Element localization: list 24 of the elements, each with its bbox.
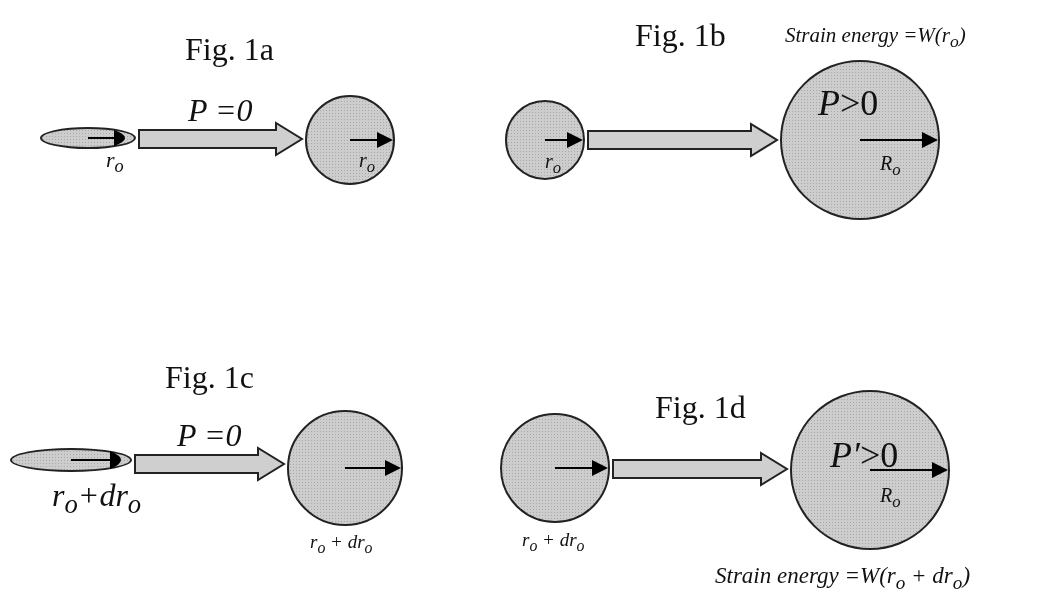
radius-label: r$_{o}$+dr$_{o}$ <box>52 478 142 520</box>
strain-energy-label: Strain energy =W(r$_{o}$ + dr$_{o}$) <box>715 563 971 593</box>
radius-label: r$_{o}$ <box>545 150 562 178</box>
block-arrow <box>587 122 779 158</box>
figure-label: Fig. 1b <box>635 18 726 54</box>
figure-label: Fig. 1c <box>165 360 254 396</box>
strain-energy-label: Strain energy =W(r$_{o}$) <box>785 24 966 52</box>
block-arrow <box>612 451 789 487</box>
block-arrow <box>138 121 304 157</box>
radius-label: r$_{o}$ <box>106 148 124 177</box>
flat-ellipse <box>10 448 132 472</box>
pressure-label: P′>0 <box>830 436 899 476</box>
figure-label: Fig. 1a <box>185 32 274 68</box>
radius-label: R$_{o}$ <box>880 152 901 180</box>
figure-label: Fig. 1d <box>655 390 746 426</box>
edge-label: P =0 <box>188 93 253 129</box>
radius-label: r$_{o}$ <box>359 149 376 177</box>
block-arrow <box>134 446 286 482</box>
edge-label: P =0 <box>177 418 242 454</box>
radius-label: r$_{o}$ + dr$_{o}$ <box>310 532 373 557</box>
flat-ellipse <box>40 127 136 149</box>
radius-label: R$_{o}$ <box>880 484 901 512</box>
radius-label: r$_{o}$ + dr$_{o}$ <box>522 530 585 555</box>
pressure-label: P>0 <box>818 84 879 124</box>
